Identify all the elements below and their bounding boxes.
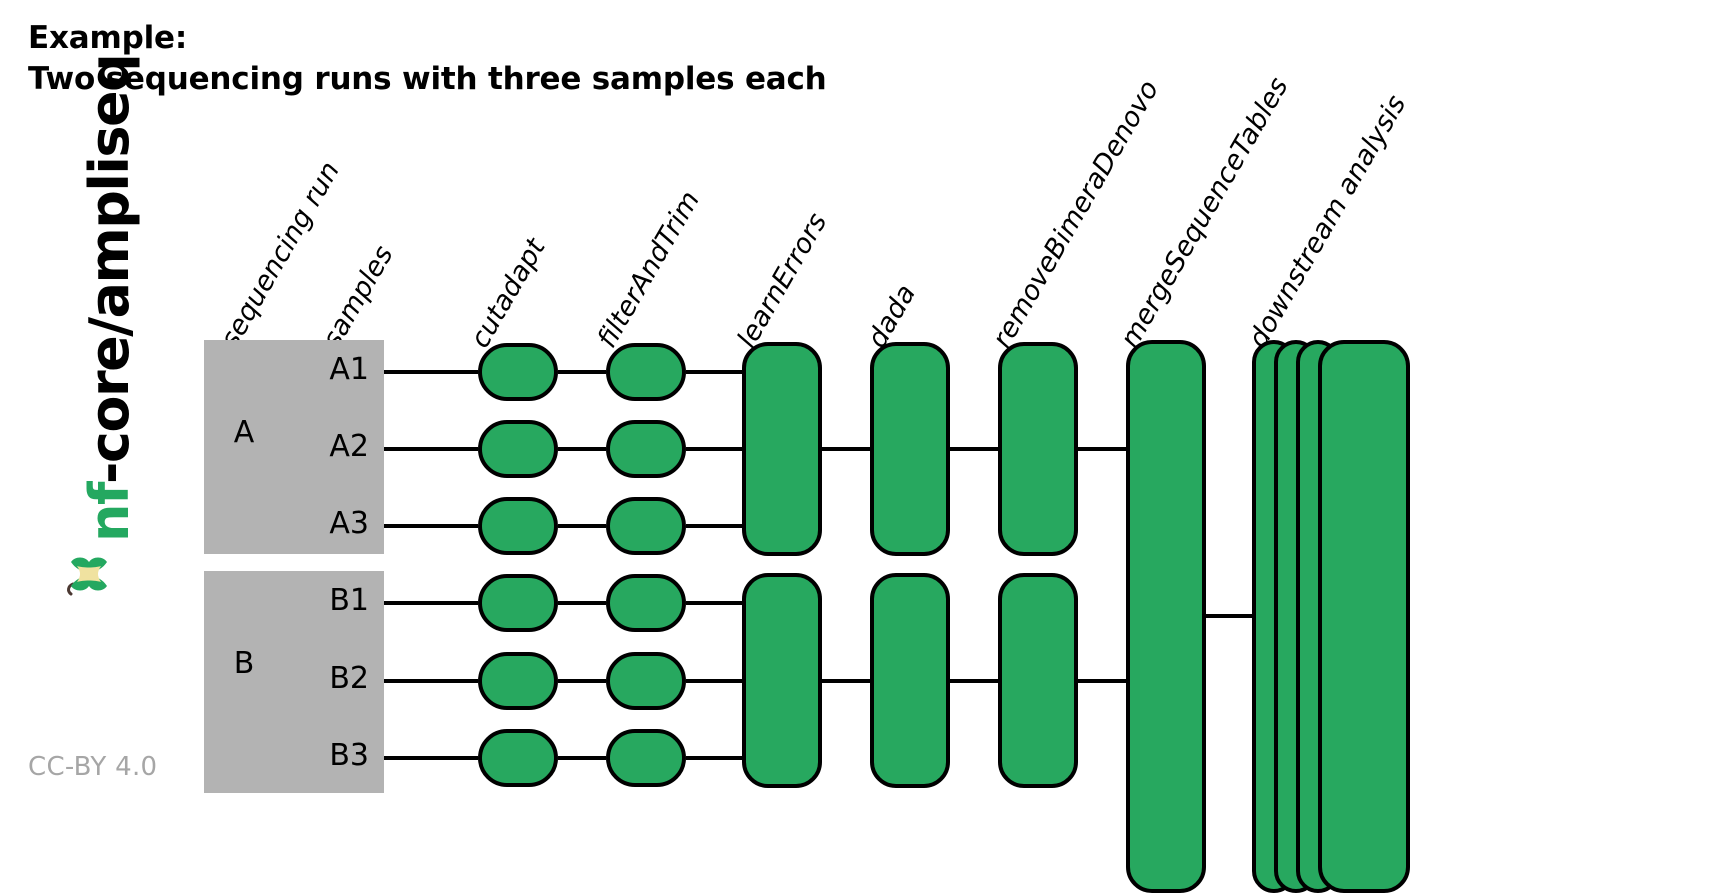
title-line-2: Two sequencing runs with three samples e… — [28, 61, 827, 98]
process-box-filterandtrim-a1 — [606, 343, 686, 401]
connector-cutadapt-to-filterandtrim-b3 — [558, 756, 606, 760]
brand-name-core: -core/ — [78, 318, 141, 485]
process-box-cutadapt-b2 — [478, 652, 558, 710]
process-box-cutadapt-b3 — [478, 729, 558, 787]
process-box-filterandtrim-b3 — [606, 729, 686, 787]
brand-name: nf-core/ampliseq — [78, 55, 141, 542]
process-box-dada-run-a — [870, 342, 950, 556]
connector-dada-to-removebimeradenovo-run-a — [950, 447, 998, 451]
nf-core-logo-icon — [63, 548, 115, 600]
column-label-samples: samples — [316, 240, 400, 354]
process-box-removebimeradenovo-run-b — [998, 573, 1078, 788]
column-label-cutadapt: cutadapt — [464, 233, 552, 354]
connector-removebimeradenovo-to-mergesequencetables-run-a — [1078, 447, 1126, 451]
sample-label-b3: B3 — [329, 738, 369, 773]
connector-dada-to-removebimeradenovo-run-b — [950, 678, 998, 683]
process-box-cutadapt-a3 — [478, 497, 558, 555]
process-box-removebimeradenovo-run-a — [998, 342, 1078, 556]
process-box-cutadapt-a1 — [478, 343, 558, 401]
sample-label-b2: B2 — [329, 661, 369, 696]
connector-filterandtrim-to-learnerrors-b2 — [686, 679, 742, 683]
sample-label-a2: A2 — [329, 429, 369, 464]
connector-filterandtrim-to-learnerrors-b1 — [686, 601, 742, 605]
connector-cutadapt-to-filterandtrim-b2 — [558, 679, 606, 683]
connector-filterandtrim-to-learnerrors-a1 — [686, 370, 742, 374]
connector-learnerrors-to-dada-run-a — [822, 447, 870, 451]
connector-filterandtrim-to-learnerrors-b3 — [686, 756, 742, 760]
connector-sample-to-cutadapt-b1 — [384, 601, 478, 605]
connector-cutadapt-to-filterandtrim-b1 — [558, 601, 606, 605]
run-label-run-b: B — [233, 646, 255, 681]
connector-learnerrors-to-dada-run-b — [822, 678, 870, 683]
sample-label-a1: A1 — [329, 352, 369, 387]
column-label-filterandtrim: filterAndTrim — [591, 185, 707, 354]
connector-sample-to-cutadapt-a1 — [384, 370, 478, 374]
sample-label-a3: A3 — [329, 506, 369, 541]
process-box-filterandtrim-b1 — [606, 574, 686, 632]
process-box-filterandtrim-b2 — [606, 652, 686, 710]
connector-sample-to-cutadapt-b3 — [384, 756, 478, 760]
process-box-cutadapt-a2 — [478, 420, 558, 478]
process-box-learnerrors-run-b — [742, 573, 822, 788]
process-box-cutadapt-b1 — [478, 574, 558, 632]
process-box-downstream-sheet-4 — [1318, 340, 1410, 893]
run-group-box-run-b — [204, 571, 384, 793]
license-label: CC-BY 4.0 — [28, 752, 158, 782]
connector-filterandtrim-to-learnerrors-a2 — [686, 447, 742, 451]
process-box-dada-run-b — [870, 573, 950, 788]
brand-name-nf: nf — [78, 484, 141, 542]
title-line-1: Example: — [28, 20, 188, 56]
connector-mergesequencetables-to-downstream — [1206, 614, 1252, 618]
connector-cutadapt-to-filterandtrim-a1 — [558, 370, 606, 374]
page-title: Example: Two sequencing runs with three … — [28, 18, 827, 100]
connector-cutadapt-to-filterandtrim-a3 — [558, 524, 606, 528]
process-box-filterandtrim-a3 — [606, 497, 686, 555]
column-label-learnerrors: learnErrors — [731, 207, 834, 354]
connector-cutadapt-to-filterandtrim-a2 — [558, 447, 606, 451]
sample-label-b1: B1 — [329, 583, 369, 618]
connector-removebimeradenovo-to-mergesequencetables-run-b — [1078, 678, 1126, 683]
connector-filterandtrim-to-learnerrors-a3 — [686, 524, 742, 528]
connector-sample-to-cutadapt-b2 — [384, 679, 478, 683]
run-label-run-a: A — [233, 415, 255, 450]
process-box-learnerrors-run-a — [742, 342, 822, 556]
process-box-mergesequencetables — [1126, 340, 1206, 893]
run-group-box-run-a — [204, 340, 384, 554]
process-box-filterandtrim-a2 — [606, 420, 686, 478]
brand-logo-block: nf-core/ampliseq — [30, 55, 190, 600]
connector-sample-to-cutadapt-a3 — [384, 524, 478, 528]
connector-sample-to-cutadapt-a2 — [384, 447, 478, 451]
